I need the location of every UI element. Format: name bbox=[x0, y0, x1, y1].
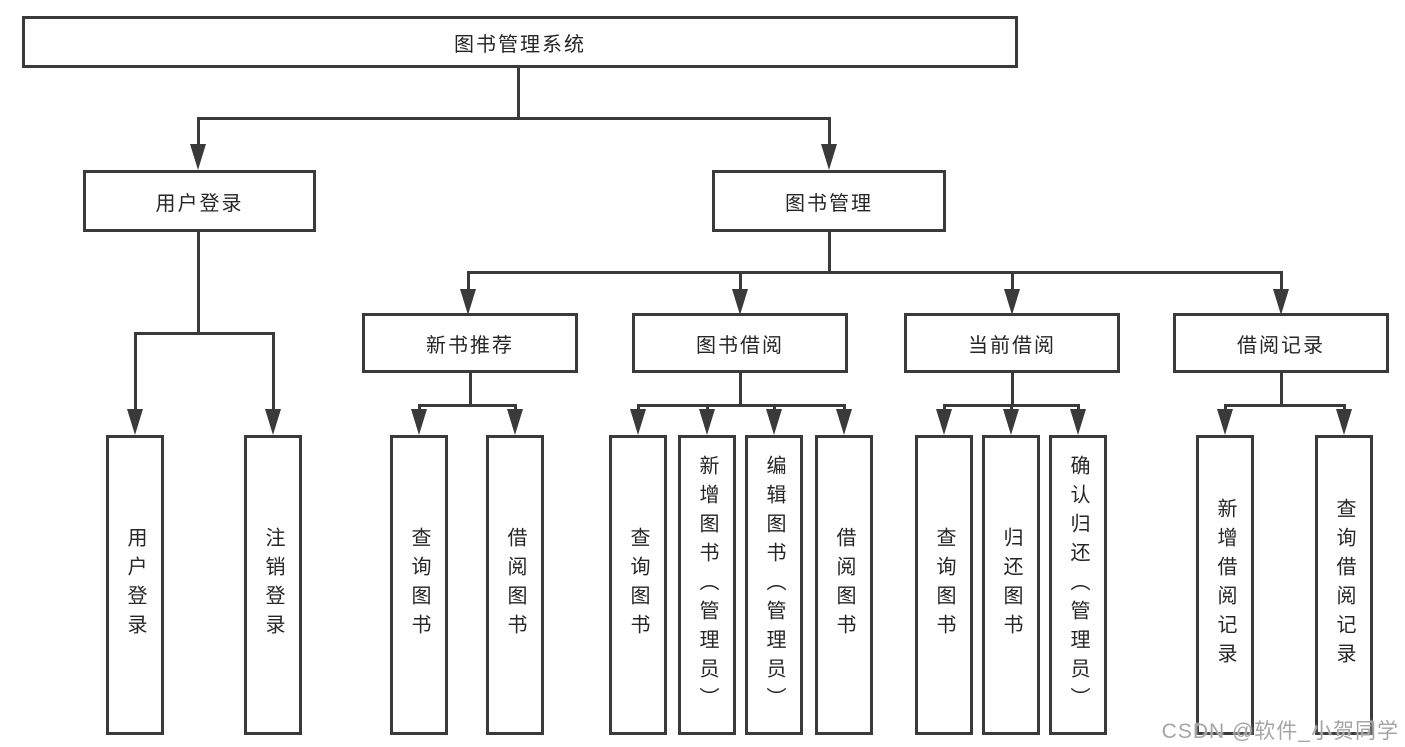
arrowhead-user-login bbox=[190, 144, 206, 170]
connector-stem-bb-leaf3 bbox=[773, 404, 776, 412]
connector-stem-cb-leaf1 bbox=[943, 404, 946, 412]
node-borrow-records: 借阅记录 bbox=[1173, 313, 1389, 373]
arrowhead-br-leaf1 bbox=[1217, 409, 1233, 435]
leaf-borrow-add-admin: 新增图书（管理员） bbox=[678, 435, 736, 735]
leaf-logout-label: 注销登录 bbox=[262, 527, 284, 643]
arrowhead-leaf-login bbox=[127, 409, 143, 435]
connector-stem-br-leaf1 bbox=[1224, 404, 1227, 412]
leaf-current-query-label: 查询图书 bbox=[933, 527, 955, 643]
arrowhead-borrow-records bbox=[1273, 289, 1289, 315]
node-new-book-recommend: 新书推荐 bbox=[362, 313, 578, 373]
connector-new-book-stem bbox=[469, 373, 472, 407]
node-root: 图书管理系统 bbox=[22, 16, 1018, 68]
connector-current-borrow-stem bbox=[1011, 373, 1014, 407]
connector-book-mgmt-stem bbox=[828, 232, 831, 274]
arrowhead-bb-leaf2 bbox=[699, 409, 715, 435]
connector-root-stem bbox=[517, 68, 520, 120]
arrowhead-br-leaf2 bbox=[1336, 409, 1352, 435]
leaf-borrow-book-label: 借阅图书 bbox=[833, 527, 855, 643]
connector-stem-borrow-records bbox=[1280, 271, 1283, 291]
leaf-user-login-label: 用户登录 bbox=[124, 527, 146, 643]
connector-stem-bb-leaf2 bbox=[706, 404, 709, 412]
leaf-borrow-add-admin-label: 新增图书（管理员） bbox=[696, 454, 718, 716]
leaf-borrow-book: 借阅图书 bbox=[815, 435, 873, 735]
connector-stem-book-borrow bbox=[739, 271, 742, 291]
leaf-borrow-edit-admin: 编辑图书（管理员） bbox=[745, 435, 803, 735]
leaf-current-query: 查询图书 bbox=[915, 435, 973, 735]
connector-user-login-stem bbox=[197, 232, 200, 335]
connector-stem-current-borrow bbox=[1011, 271, 1014, 291]
leaf-current-confirm-admin: 确认归还（管理员） bbox=[1049, 435, 1107, 735]
connector-stem-new-book bbox=[467, 271, 470, 291]
node-user-login-label: 用户登录 bbox=[155, 192, 244, 215]
leaf-newbook-borrow: 借阅图书 bbox=[486, 435, 544, 735]
connector-stem-leaf-logout bbox=[272, 332, 275, 412]
leaf-records-query-label: 查询借阅记录 bbox=[1333, 498, 1355, 672]
node-book-borrow-label: 图书借阅 bbox=[696, 334, 784, 357]
arrowhead-bb-leaf3 bbox=[766, 409, 782, 435]
node-book-management-label: 图书管理 bbox=[785, 192, 873, 215]
leaf-borrow-query-label: 查询图书 bbox=[627, 527, 649, 643]
connector-bus-level2 bbox=[197, 117, 831, 120]
connector-bus-book-borrow bbox=[637, 404, 846, 407]
connector-book-borrow-stem bbox=[739, 373, 742, 407]
connector-stem-bb-leaf1 bbox=[637, 404, 640, 412]
leaf-borrow-edit-admin-label: 编辑图书（管理员） bbox=[763, 454, 785, 716]
leaf-records-add: 新增借阅记录 bbox=[1196, 435, 1254, 735]
leaf-records-add-label: 新增借阅记录 bbox=[1214, 498, 1236, 672]
node-borrow-records-label: 借阅记录 bbox=[1237, 334, 1325, 357]
connector-stem-leaf-login bbox=[134, 332, 137, 412]
leaf-newbook-query: 查询图书 bbox=[390, 435, 448, 735]
connector-bus-borrow-records bbox=[1224, 404, 1346, 407]
node-current-borrow: 当前借阅 bbox=[904, 313, 1120, 373]
connector-stem-cb-leaf3 bbox=[1077, 404, 1080, 412]
node-book-management: 图书管理 bbox=[712, 170, 946, 232]
connector-stem-cb-leaf2 bbox=[1010, 404, 1013, 412]
leaf-records-query: 查询借阅记录 bbox=[1315, 435, 1373, 735]
arrowhead-cb-leaf1 bbox=[936, 409, 952, 435]
connector-stem-book-mgmt bbox=[828, 117, 831, 147]
leaf-logout: 注销登录 bbox=[244, 435, 302, 735]
leaf-current-return: 归还图书 bbox=[982, 435, 1040, 735]
arrowhead-nb-leaf2 bbox=[507, 409, 523, 435]
leaf-borrow-query: 查询图书 bbox=[609, 435, 667, 735]
leaf-user-login: 用户登录 bbox=[106, 435, 164, 735]
node-new-book-recommend-label: 新书推荐 bbox=[426, 334, 514, 357]
leaf-current-return-label: 归还图书 bbox=[1000, 527, 1022, 643]
arrowhead-bb-leaf4 bbox=[836, 409, 852, 435]
connector-stem-user-login bbox=[197, 117, 200, 147]
leaf-newbook-borrow-label: 借阅图书 bbox=[504, 527, 526, 643]
arrowhead-book-mgmt bbox=[821, 144, 837, 170]
connector-bus-user-login bbox=[134, 332, 275, 335]
csdn-watermark: CSDN @软件_小贺同学 bbox=[1161, 720, 1399, 743]
node-root-label: 图书管理系统 bbox=[454, 33, 586, 56]
arrowhead-book-borrow bbox=[732, 289, 748, 315]
connector-stem-bb-leaf4 bbox=[843, 404, 846, 412]
arrowhead-bb-leaf1 bbox=[630, 409, 646, 435]
connector-bus-new-book bbox=[418, 404, 517, 407]
arrowhead-new-book bbox=[460, 289, 476, 315]
leaf-current-confirm-admin-label: 确认归还（管理员） bbox=[1067, 454, 1089, 716]
leaf-newbook-query-label: 查询图书 bbox=[408, 527, 430, 643]
node-user-login: 用户登录 bbox=[83, 170, 316, 232]
connector-stem-nb-leaf1 bbox=[418, 404, 421, 412]
arrowhead-current-borrow bbox=[1004, 289, 1020, 315]
arrowhead-leaf-logout bbox=[265, 409, 281, 435]
connector-stem-br-leaf2 bbox=[1343, 404, 1346, 412]
connector-stem-nb-leaf2 bbox=[514, 404, 517, 412]
node-current-borrow-label: 当前借阅 bbox=[968, 334, 1056, 357]
arrowhead-nb-leaf1 bbox=[411, 409, 427, 435]
connector-borrow-records-stem bbox=[1280, 373, 1283, 407]
node-book-borrow: 图书借阅 bbox=[632, 313, 848, 373]
arrowhead-cb-leaf3 bbox=[1070, 409, 1086, 435]
connector-bus-level3 bbox=[467, 271, 1283, 274]
arrowhead-cb-leaf2 bbox=[1003, 409, 1019, 435]
